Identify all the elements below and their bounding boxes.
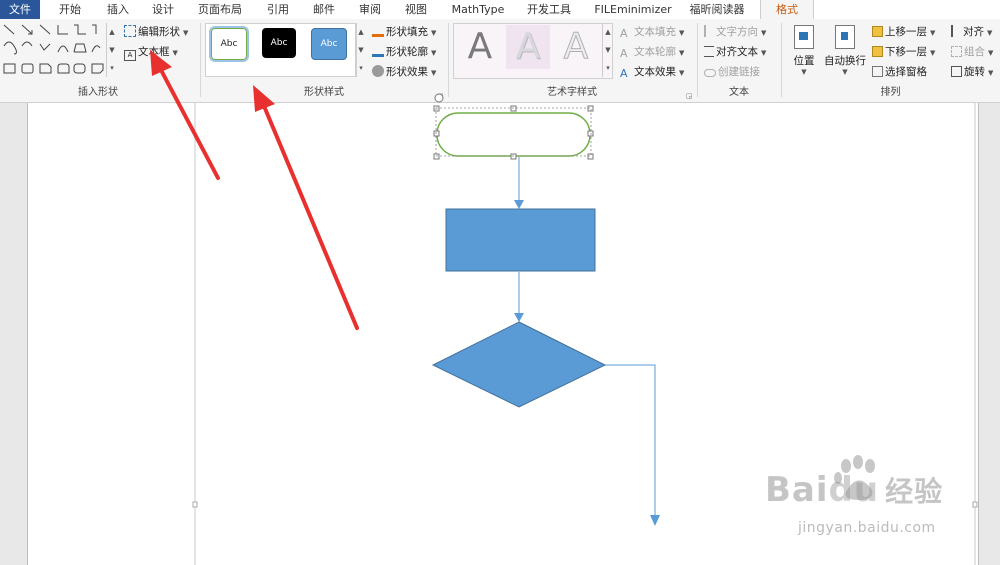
send-backward-icon	[872, 46, 883, 57]
bring-forward-icon	[872, 26, 883, 37]
insert-shape-group-label: 插入形状	[78, 87, 118, 98]
selection-handles[interactable]	[433, 105, 594, 160]
text-box-icon: A	[124, 50, 136, 61]
tab-5[interactable]: 引用	[267, 3, 289, 16]
connector-elbow-arrow[interactable]	[605, 364, 656, 517]
tab-7[interactable]: 审阅	[359, 3, 381, 16]
wordart-style-3[interactable]: A	[563, 26, 589, 68]
text-outline-icon: A	[620, 47, 628, 60]
group-icon	[951, 46, 962, 57]
style-gallery-scroll[interactable]: ▲ ▼ ▾	[355, 23, 366, 77]
pencil-icon	[372, 45, 384, 57]
position-icon	[794, 25, 814, 49]
tab-6[interactable]: 邮件	[313, 3, 335, 16]
send-backward-button[interactable]: 下移一层▼	[872, 44, 935, 61]
tab-0[interactable]: 文件	[0, 0, 40, 19]
selection-frame	[435, 107, 592, 157]
shape-effects-icon	[372, 65, 384, 77]
wordart-gallery-scroll[interactable]: ▲ ▼ ▾	[602, 23, 613, 77]
arrow-head	[514, 313, 524, 322]
decision-shape[interactable]	[431, 321, 607, 408]
tab-2[interactable]: 插入	[107, 3, 129, 16]
tab-13[interactable]: 格式	[760, 0, 814, 20]
shape-style-blue[interactable]: Abc	[311, 28, 347, 60]
process-shape[interactable]	[445, 208, 596, 272]
shape-outline-button[interactable]: 形状轮廓▼	[372, 44, 436, 61]
wordart-style-2[interactable]: A	[506, 25, 550, 69]
create-link-button[interactable]: 创建链接	[704, 64, 760, 81]
shape-style-white[interactable]: Abc	[209, 26, 249, 62]
shape-gallery[interactable]	[2, 22, 108, 80]
align-icon	[951, 25, 961, 37]
text-fill-icon: A	[620, 27, 628, 40]
watermark-url: jingyan.baidu.com	[798, 520, 936, 536]
annotation-arrow-head	[253, 85, 275, 112]
edit-shape-icon	[124, 25, 136, 37]
shape-fill-button[interactable]: 形状填充▼	[372, 24, 436, 41]
tab-9[interactable]: MathType	[451, 3, 505, 16]
wordart-style-1[interactable]: A	[467, 26, 493, 67]
selection-pane-button[interactable]: 选择窗格	[872, 64, 927, 81]
text-direction-icon	[704, 25, 714, 37]
annotation-arrow-line	[159, 68, 220, 180]
arrow-head	[650, 515, 660, 526]
arrange-group-label: 排列	[880, 87, 901, 98]
arrow-head	[514, 200, 524, 209]
bring-forward-button[interactable]: 上移一层▼	[872, 24, 935, 41]
wrap-text-icon	[835, 25, 855, 49]
rotation-handle[interactable]	[434, 93, 444, 103]
tab-12[interactable]: 福昕阅读器	[689, 3, 745, 16]
selection-pane-icon	[872, 66, 883, 77]
group-divider	[200, 23, 201, 97]
paw-icon	[834, 455, 875, 500]
group-divider	[448, 23, 449, 97]
annotation-arrow-line	[262, 104, 359, 330]
position-button[interactable]: 位置 ▼	[790, 25, 818, 76]
group-button[interactable]: 组合▼	[951, 44, 993, 61]
text-direction-button[interactable]: 文字方向▼	[704, 24, 766, 41]
rotate-button[interactable]: 旋转▼	[951, 64, 993, 81]
group-divider	[697, 23, 698, 97]
wordart-group-label: 艺术字样式	[547, 87, 597, 98]
group-divider	[781, 23, 782, 97]
margin-handle	[192, 501, 198, 508]
shape-style-black[interactable]: Abc	[262, 28, 296, 58]
dialog-launcher-icon[interactable]: ◲	[686, 92, 693, 100]
edit-shape-button[interactable]: 编辑形状▼	[124, 24, 188, 41]
tab-3[interactable]: 设计	[152, 3, 174, 16]
align-button[interactable]: 对齐▼	[951, 24, 992, 41]
margin-handle	[972, 501, 978, 508]
tab-8[interactable]: 视图	[405, 3, 427, 16]
tab-4[interactable]: 页面布局	[198, 3, 242, 16]
align-text-icon	[704, 46, 714, 57]
align-text-button[interactable]: 对齐文本▼	[704, 44, 766, 61]
text-effects-icon: A	[620, 67, 628, 80]
tab-10[interactable]: 开发工具	[527, 3, 571, 16]
rotate-icon	[951, 66, 962, 77]
annotation-arrow-head	[150, 50, 172, 76]
link-icon	[704, 69, 716, 77]
terminator-shape[interactable]	[436, 112, 591, 157]
shape-effects-button[interactable]: 形状效果▼	[372, 64, 436, 81]
text-group-label: 文本	[729, 87, 749, 98]
tab-1[interactable]: 开始	[59, 3, 81, 16]
tab-11[interactable]: FILEminimizer	[594, 3, 672, 16]
wrap-text-button[interactable]: 自动换行 ▼	[822, 25, 868, 76]
shape-styles-group-label: 形状样式	[304, 87, 344, 98]
shape-gallery-scroll[interactable]: ▲ ▼ ▾	[106, 23, 117, 77]
paint-bucket-icon	[372, 25, 384, 37]
ribbon-tab-bar: 文件 开始 插入 设计 页面布局 引用 邮件 审阅 视图 MathType 开发工具 FILEmini…	[0, 0, 1000, 20]
